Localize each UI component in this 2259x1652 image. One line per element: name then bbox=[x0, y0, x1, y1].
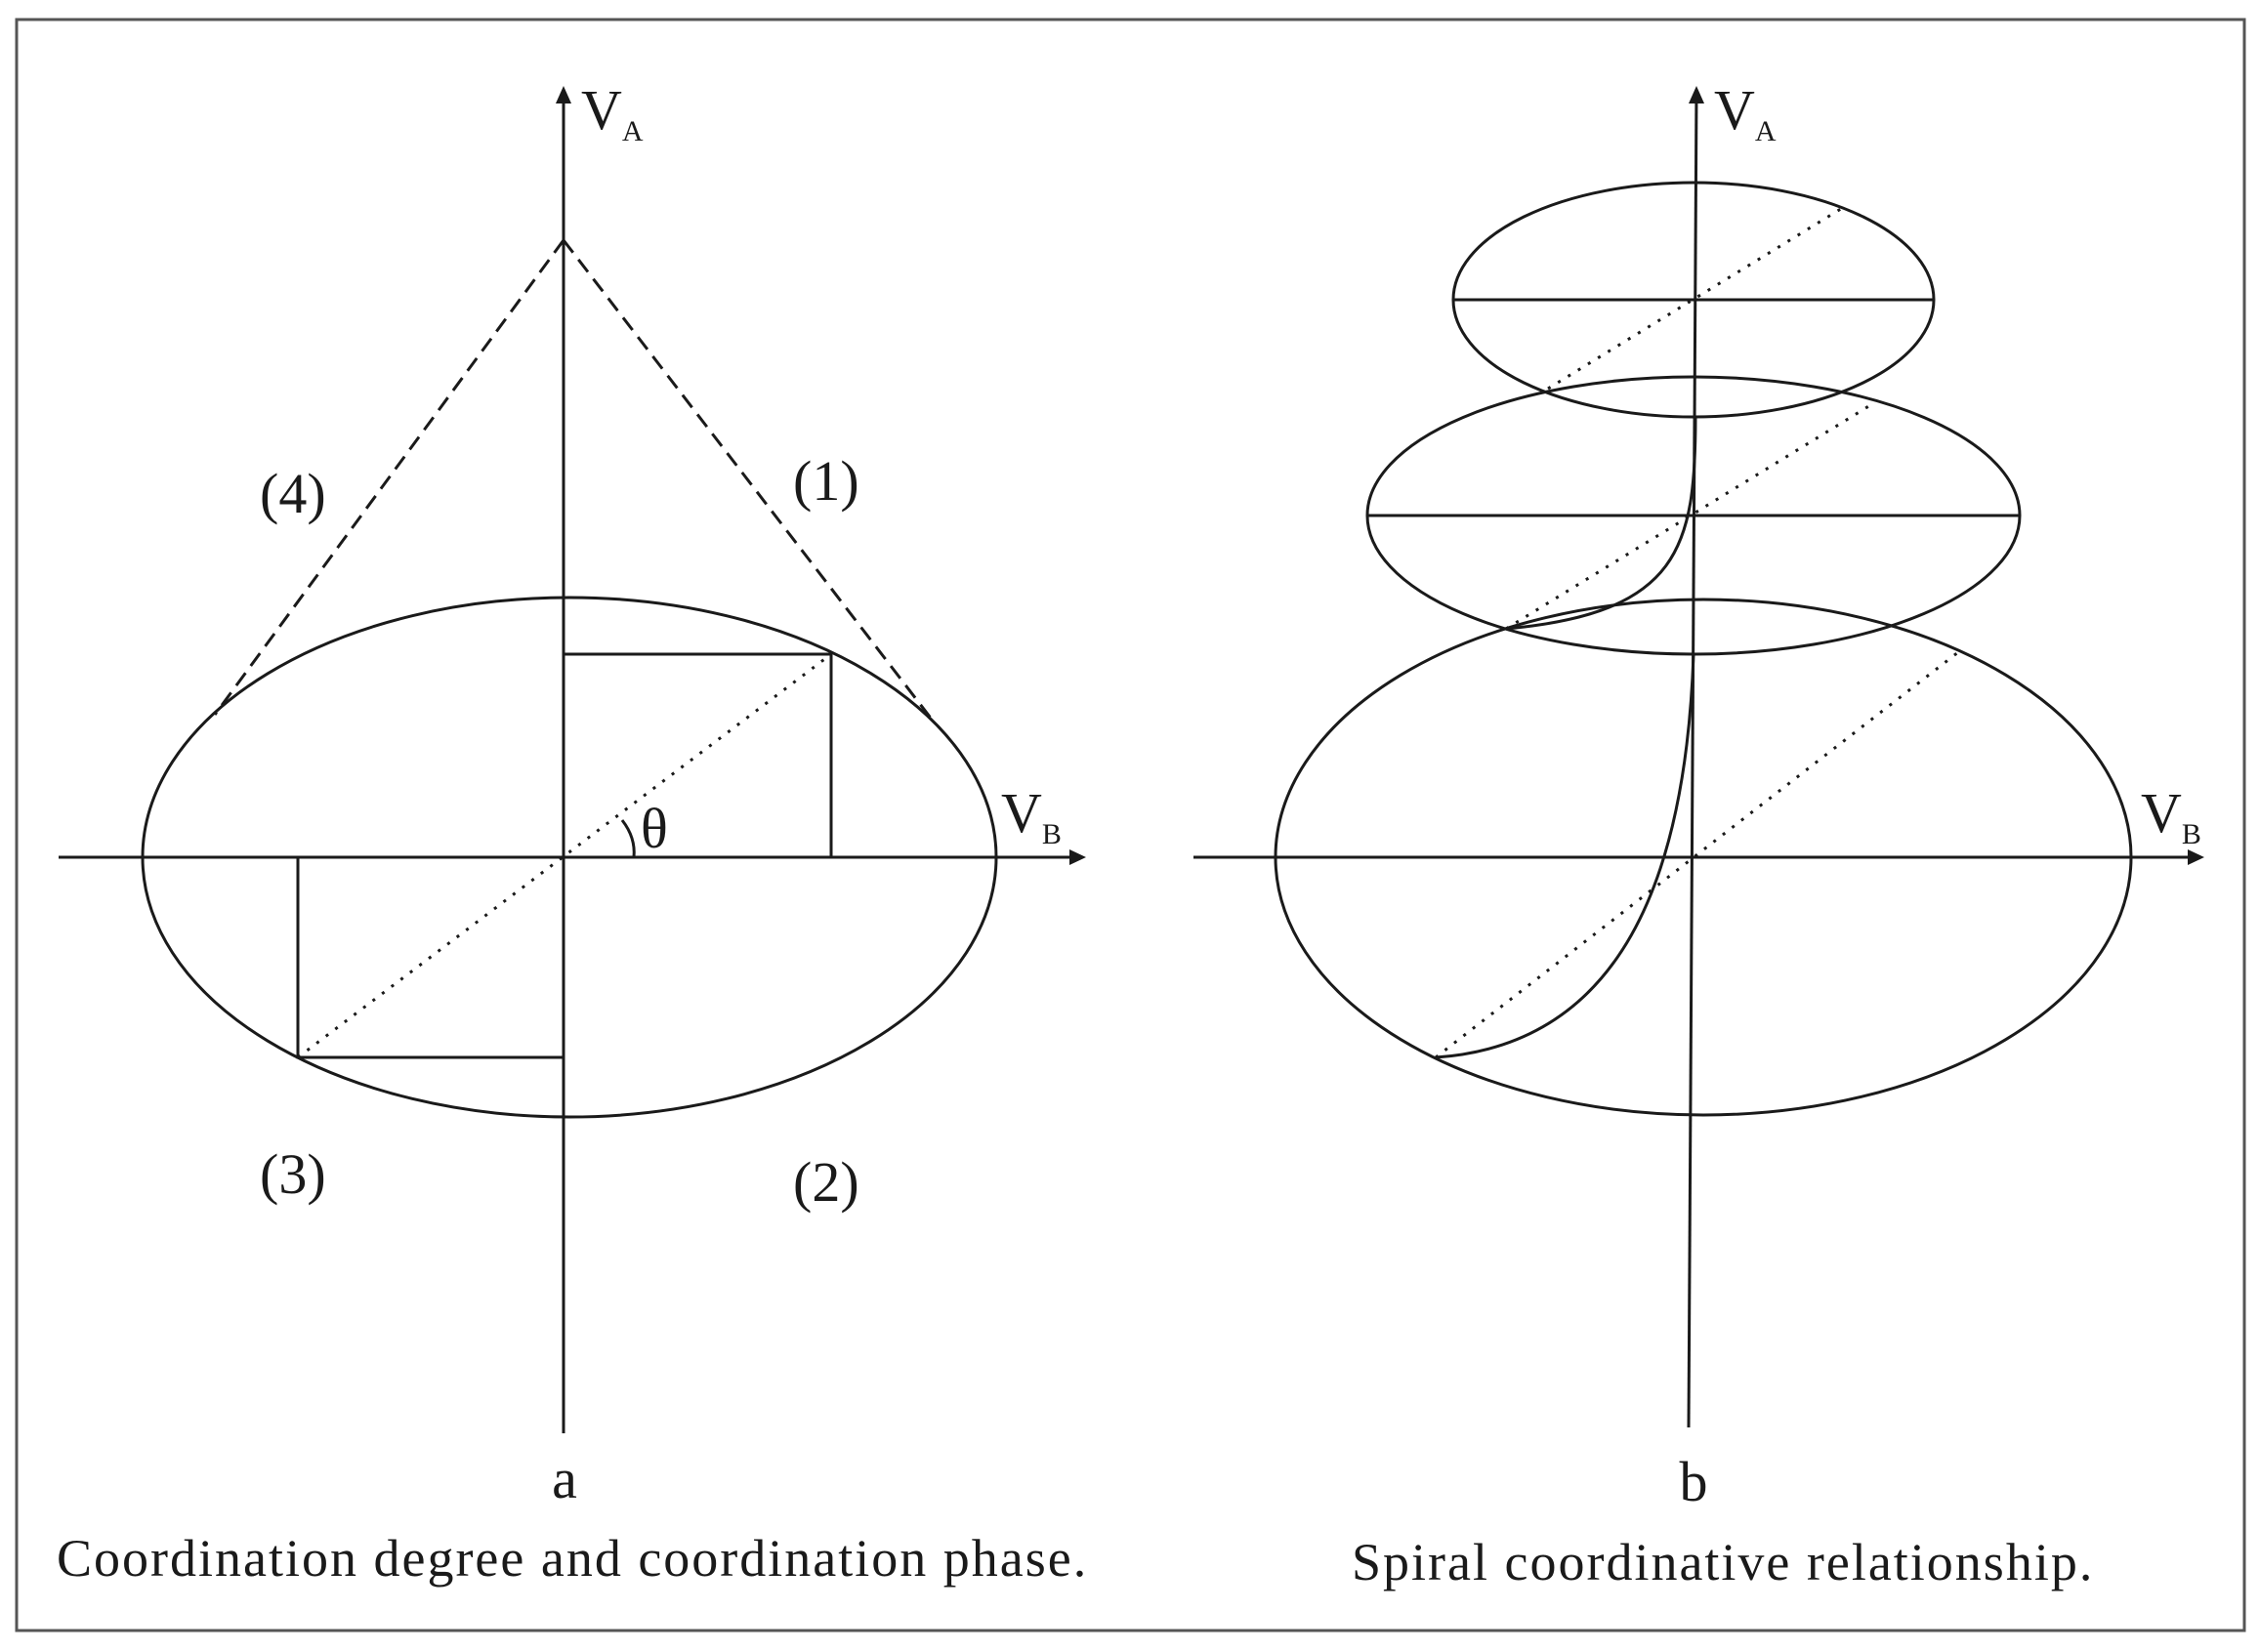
panel-a-y-axis-label: VA bbox=[581, 78, 644, 147]
panel-b-y-axis bbox=[1687, 89, 1698, 1428]
panel-a-x-axis-label: VB bbox=[1001, 781, 1062, 850]
panel-b: VA VB b Spiral coordinative relationship… bbox=[1193, 78, 2204, 1591]
figure-border bbox=[15, 18, 2246, 1632]
panel-a-y-axis-arrowhead bbox=[556, 86, 571, 103]
panel-a-rect-upper-right bbox=[564, 652, 833, 857]
panel-a: θ VA VB (1) (2) (3) (4) a Coordination d… bbox=[57, 78, 1088, 1588]
panel-b-dotted-diagonal-middle bbox=[1505, 400, 1876, 631]
panel-a-angle-label: θ bbox=[641, 797, 668, 860]
panel-a-angle-arc bbox=[620, 819, 636, 858]
panel-a-letter: a bbox=[552, 1447, 577, 1510]
panel-b-y-axis-arrowhead bbox=[1689, 86, 1704, 103]
panel-a-dashed-edge-left bbox=[213, 239, 565, 716]
panel-b-caption: Spiral coordinative relationship. bbox=[1352, 1533, 2094, 1591]
panel-b-x-axis-label: VB bbox=[2141, 781, 2201, 850]
panel-b-dotted-diagonal-large bbox=[1435, 650, 1959, 1059]
panel-a-x-axis-arrowhead bbox=[1069, 849, 1086, 865]
panel-a-caption: Coordination degree and coordination pha… bbox=[57, 1529, 1088, 1588]
panel-a-region-1: (1) bbox=[793, 449, 859, 513]
panel-b-ellipse-large bbox=[1274, 598, 2133, 1117]
panel-b-spiral-lower bbox=[1435, 653, 1695, 1059]
panel-b-spiral-upper bbox=[1505, 417, 1697, 631]
panel-a-ellipse bbox=[141, 596, 998, 1119]
panel-b-x-axis-arrowhead bbox=[2188, 849, 2204, 865]
panel-a-dashed-edge-right bbox=[562, 239, 935, 722]
panel-a-region-3: (3) bbox=[260, 1142, 326, 1206]
panel-a-region-2: (2) bbox=[793, 1150, 859, 1214]
panel-a-region-4: (4) bbox=[260, 462, 326, 525]
panel-b-letter: b bbox=[1680, 1450, 1708, 1513]
panel-b-y-axis-label: VA bbox=[1714, 78, 1777, 147]
